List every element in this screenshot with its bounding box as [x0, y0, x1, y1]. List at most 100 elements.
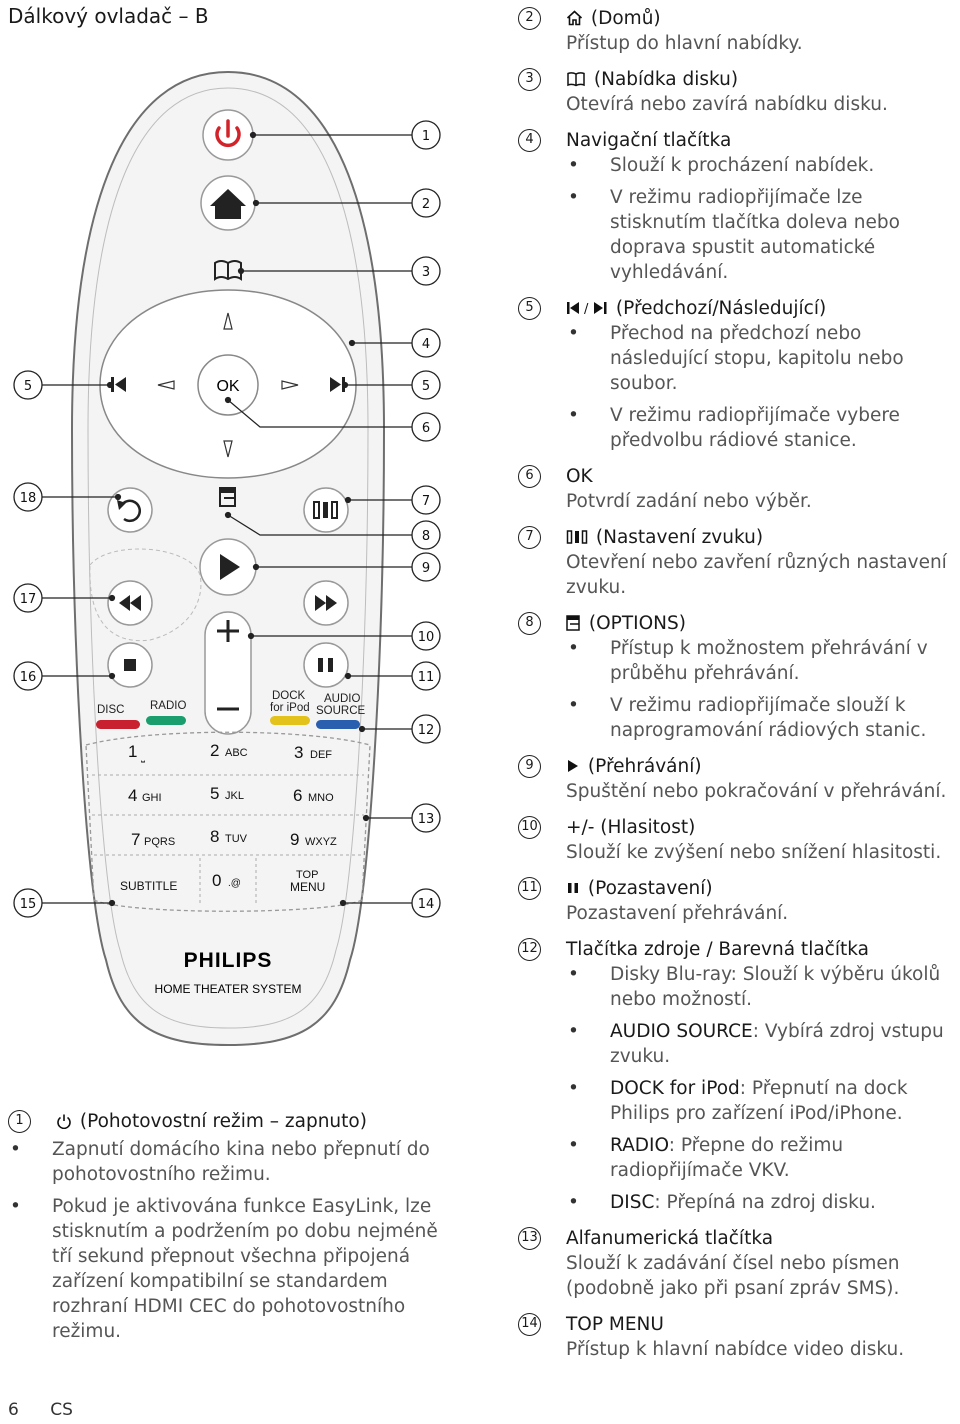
entry-14: 14 TOP MENU Přístup k hlavní nabídce vid… — [518, 1312, 960, 1362]
power-icon — [57, 1114, 71, 1129]
volume-rocker — [204, 611, 252, 735]
page-title: Dálkový ovladač – B — [8, 4, 209, 28]
entry-1-bullets: Zapnutí domácího kina nebo přepnutí do p… — [8, 1137, 463, 1344]
green-button — [146, 716, 186, 725]
entry-number: 10 — [518, 816, 541, 839]
key-3-letters: DEF — [310, 749, 332, 761]
key-0: 0 — [212, 871, 221, 890]
entry-title: TOP MENU — [566, 1314, 664, 1335]
entry-9: 9 (Přehrávání) Spuštění nebo pokračování… — [518, 754, 960, 804]
book-icon — [567, 72, 585, 87]
svg-text:17: 17 — [20, 592, 37, 607]
entry-title: (Domů) — [590, 8, 661, 29]
pause-button — [303, 642, 349, 688]
entry-11: 11 (Pozastavení) Pozastavení přehrávání. — [518, 876, 960, 926]
svg-text:15: 15 — [20, 897, 37, 912]
entry-desc: Přístup k hlavní nabídce video disku. — [566, 1339, 905, 1360]
svg-text:1: 1 — [422, 129, 430, 144]
key-1: 1 — [128, 742, 137, 761]
svg-text:/: / — [584, 302, 589, 316]
entry-8: 8 (OPTIONS) Přístup k možnostem přehrává… — [518, 611, 960, 743]
entry-title: (Pozastavení) — [587, 878, 713, 899]
key-4-letters: GHI — [142, 792, 162, 804]
svg-text:9: 9 — [422, 561, 430, 576]
svg-text:16: 16 — [20, 670, 37, 685]
callout-11: 11 — [411, 661, 441, 691]
entry-number: 11 — [518, 877, 541, 900]
svg-text:7: 7 — [422, 494, 430, 509]
key-9-letters: WXYZ — [305, 836, 337, 848]
bullet: DISC: Přepíná na zdroj disku. — [566, 1190, 960, 1215]
callout-16: 16 — [13, 661, 43, 691]
entry-number: 7 — [518, 526, 541, 549]
svg-text:11: 11 — [418, 670, 435, 685]
prev-next-icon: / — [567, 302, 607, 316]
entry-2: 2 (Domů) Přístup do hlavní nabídky. — [518, 6, 960, 56]
svg-text:13: 13 — [418, 812, 435, 827]
entry-6: 6 OK Potvrdí zadání nebo výběr. — [518, 464, 960, 514]
entry-title: (Předchozí/Následující) — [615, 298, 827, 319]
entry-desc: Spuštění nebo pokračování v přehrávání. — [566, 781, 947, 802]
entry-number: 14 — [518, 1313, 541, 1336]
key-8: 8 — [210, 827, 219, 846]
callout-lines-left — [42, 381, 122, 907]
entry-desc: Slouží k zadávání čísel nebo písmen (pod… — [566, 1253, 900, 1299]
sound-settings-icon — [566, 530, 588, 544]
entry-title: (Nabídka disku) — [593, 69, 739, 90]
entry-title: (Nastavení zvuku) — [595, 527, 764, 548]
subtitle-label: SUBTITLE — [120, 879, 177, 893]
callout-14: 14 — [411, 888, 441, 918]
key-7: 7 — [131, 830, 140, 849]
entry-title: OK — [566, 466, 593, 487]
entry-number: 1 — [8, 1110, 31, 1133]
bullet: Pokud je aktivována funkce EasyLink, lze… — [8, 1194, 463, 1344]
navigation-pad: OK — [99, 289, 357, 479]
sound-settings-button — [303, 487, 349, 533]
svg-text:3: 3 — [422, 265, 430, 280]
svg-text:4: 4 — [422, 337, 430, 352]
back-button — [107, 487, 153, 533]
bullet: Zapnutí domácího kina nebo přepnutí do p… — [8, 1137, 463, 1187]
stop-button — [107, 642, 153, 688]
callout-1: 1 — [411, 120, 441, 150]
entry-10: 10 +/- (Hlasitost) Slouží ke zvýšení neb… — [518, 815, 960, 865]
key-6-letters: MNO — [308, 792, 334, 804]
pause-icon — [568, 883, 578, 893]
entry-desc: Přístup do hlavní nabídky. — [566, 33, 803, 54]
key-6: 6 — [293, 786, 302, 805]
callout-6: 6 — [411, 412, 441, 442]
dock-label: DOCK — [272, 690, 306, 702]
entry-title: +/- (Hlasitost) — [566, 817, 696, 838]
key-9: 9 — [290, 830, 299, 849]
language-code: CS — [50, 1400, 73, 1420]
svg-text:2: 2 — [422, 197, 430, 212]
top-label: TOP — [296, 869, 318, 881]
disc-menu-button — [214, 260, 242, 281]
callout-2: 2 — [411, 188, 441, 218]
svg-text:5: 5 — [422, 379, 430, 394]
key-8-letters: TUV — [225, 833, 248, 845]
bullet: V režimu radiopřijímače lze stisknutím t… — [566, 185, 960, 285]
entry-title: Navigační tlačítka — [566, 130, 732, 151]
entry-5: 5 / (Předchozí/Následující) Přechod na p… — [518, 296, 960, 453]
callout-lines-right — [224, 131, 412, 907]
key-7-letters: PQRS — [144, 836, 175, 848]
entry-desc: Potvrdí zadání nebo výběr. — [566, 491, 812, 512]
options-icon — [566, 615, 580, 631]
callout-4: 4 — [411, 328, 441, 358]
svg-text:14: 14 — [418, 897, 435, 912]
entry-4: 4 Navigační tlačítka Slouží k procházení… — [518, 128, 960, 285]
entry-number: 3 — [518, 68, 541, 91]
entry-title: Tlačítka zdroje / Barevná tlačítka — [566, 939, 869, 960]
yellow-button — [270, 716, 310, 725]
source-label: SOURCE — [316, 705, 366, 717]
options-button — [219, 487, 236, 507]
entry-number: 12 — [518, 938, 541, 961]
svg-text:6: 6 — [422, 421, 430, 436]
play-button — [199, 538, 257, 596]
entry-3: 3 (Nabídka disku) Otevírá nebo zavírá na… — [518, 67, 960, 117]
entry-title: (OPTIONS) — [588, 613, 686, 634]
entry-12: 12 Tlačítka zdroje / Barevná tlačítka Di… — [518, 937, 960, 1215]
key-4: 4 — [128, 786, 137, 805]
callout-15: 15 — [13, 888, 43, 918]
